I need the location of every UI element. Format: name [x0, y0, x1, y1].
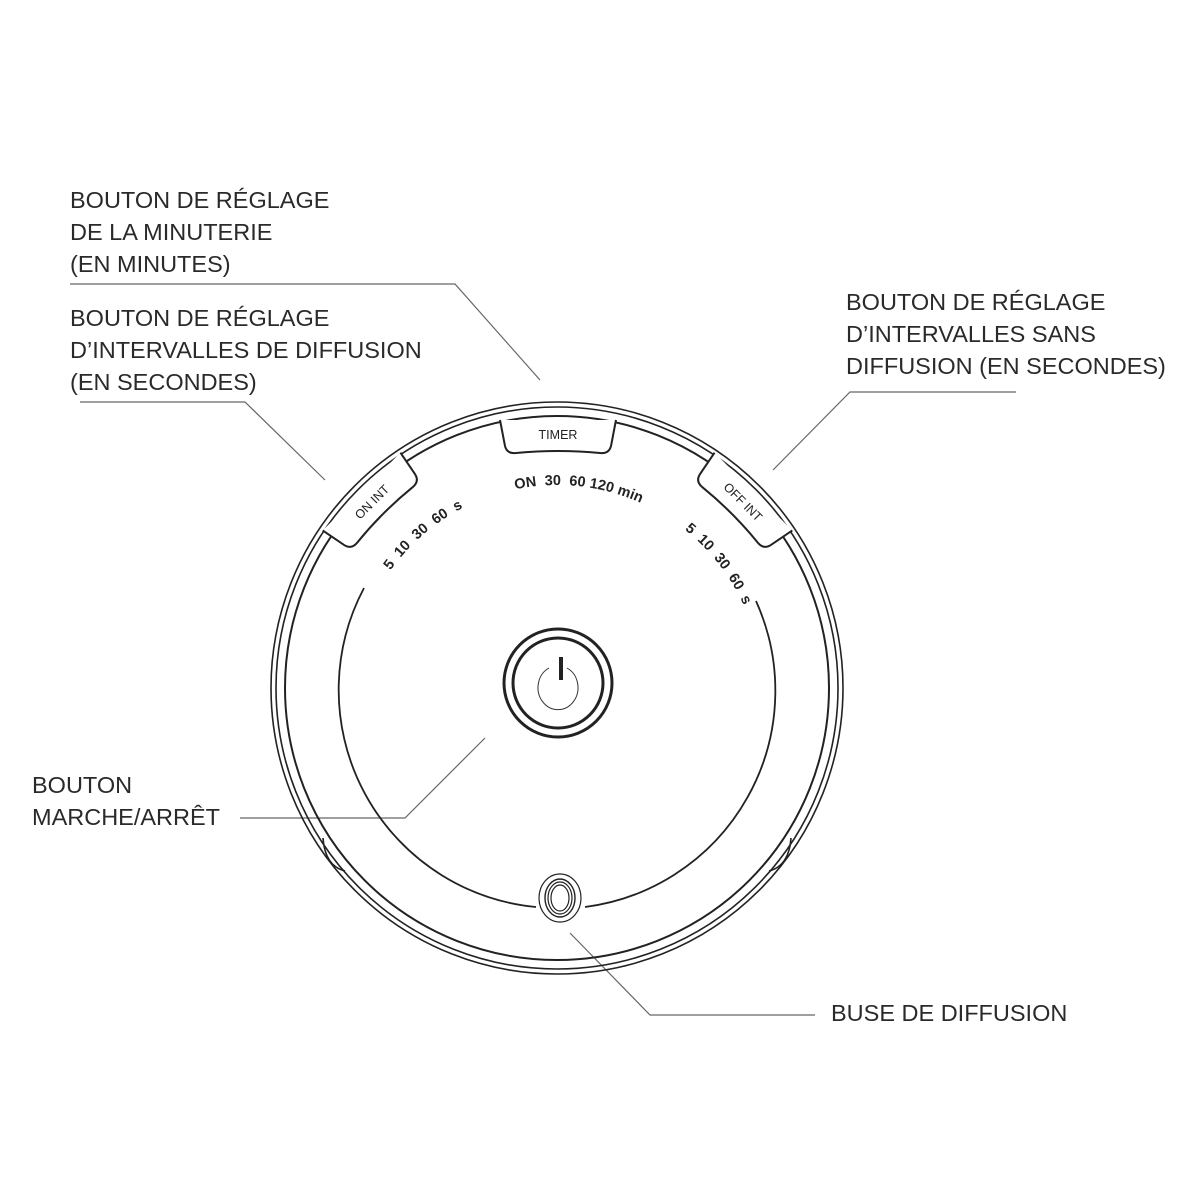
label-line: (EN SECONDES) — [70, 369, 257, 395]
device-body — [270, 401, 844, 975]
label-line: MARCHE/ARRÊT — [32, 804, 221, 830]
panel-arc-left — [337, 587, 537, 908]
leader-off-int — [772, 391, 1016, 471]
diffusion-nozzle — [538, 873, 582, 923]
on-int-scale: 5 10 30 60 s — [381, 497, 465, 573]
label-line: D’INTERVALLES DE DIFFUSION — [70, 337, 422, 363]
leader-on-int — [80, 401, 326, 481]
timer-scale: ON 30 60 120 min — [513, 473, 645, 507]
outer-ring — [270, 401, 844, 975]
leader-nozzle — [569, 932, 815, 1016]
off-int-scale: 5 10 30 60 s — [682, 520, 754, 607]
timer-scale-text: ON 30 60 120 min — [513, 473, 645, 507]
power-icon — [537, 657, 579, 711]
label-power-button: BOUTON MARCHE/ARRÊT — [32, 769, 220, 833]
label-line: D’INTERVALLES SANS — [846, 321, 1096, 347]
label-line: BOUTON DE RÉGLAGE — [70, 305, 330, 331]
panel-arc-right — [584, 600, 777, 908]
label-line: DIFFUSION (EN SECONDES) — [846, 353, 1166, 379]
off-int-scale-text: 5 10 30 60 s — [682, 520, 754, 607]
label-line: (EN MINUTES) — [70, 251, 231, 277]
timer-tab-button[interactable]: TIMER — [499, 419, 617, 455]
label-off-interval-button: BOUTON DE RÉGLAGE D’INTERVALLES SANS DIF… — [846, 286, 1166, 382]
side-bump-left — [322, 837, 346, 872]
outer-ring — [275, 406, 839, 970]
label-line: BOUTON DE RÉGLAGE — [846, 289, 1106, 315]
leader-timer — [70, 283, 541, 381]
label-line: DE LA MINUTERIE — [70, 219, 273, 245]
side-bump-right — [768, 837, 792, 872]
label-line: BOUTON DE RÉGLAGE — [70, 187, 330, 213]
label-timer-button: BOUTON DE RÉGLAGE DE LA MINUTERIE (EN MI… — [70, 184, 329, 280]
leader-lines — [70, 283, 1016, 1016]
label-line: BOUTON — [32, 772, 133, 798]
top-rim — [284, 415, 830, 961]
timer-tab-label: TIMER — [539, 428, 578, 442]
on-int-scale-text: 5 10 30 60 s — [381, 497, 465, 573]
label-nozzle: BUSE DE DIFFUSION — [831, 997, 1067, 1029]
power-button[interactable] — [502, 627, 614, 739]
leader-power — [240, 737, 486, 819]
label-line: BUSE DE DIFFUSION — [831, 1000, 1068, 1026]
label-on-interval-button: BOUTON DE RÉGLAGE D’INTERVALLES DE DIFFU… — [70, 302, 422, 398]
